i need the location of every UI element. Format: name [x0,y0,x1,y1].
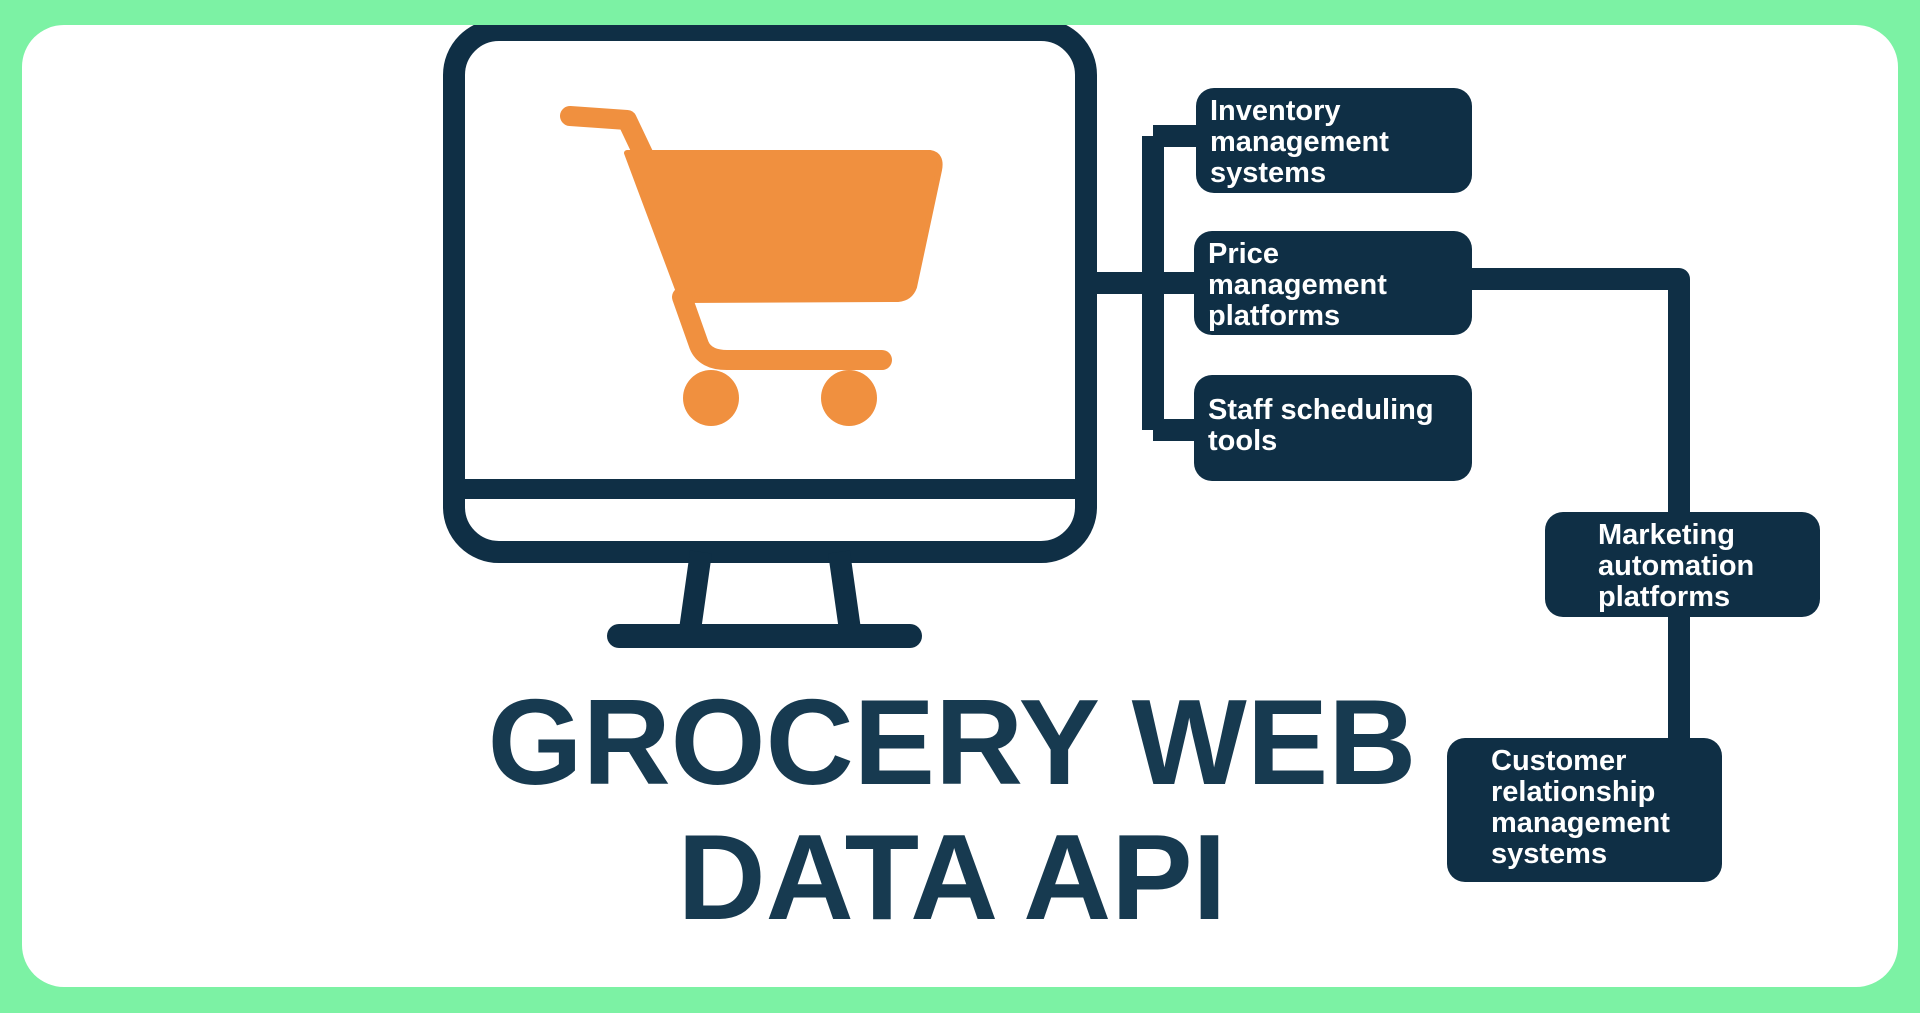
node-inventory-management: Inventory management systems [1196,88,1472,193]
diagram-canvas [443,25,1690,749]
cart-frame [672,287,892,370]
cart-basket [624,150,943,303]
computer-monitor-icon [443,25,1097,648]
cart-wheel-left [683,370,739,426]
diagram-title: GROCERY WEB DATA API [487,674,1417,945]
node-marketing-automation: Marketing automation platforms [1545,512,1820,617]
monitor-frame [443,25,1097,563]
node-customer-relationship: Customer relationship management systems [1447,738,1722,882]
monitor-stand [678,550,862,639]
cart-handle [560,106,656,170]
node-staff-scheduling: Staff scheduling tools [1194,375,1472,481]
node-price-management: Price management platforms [1194,231,1472,335]
cart-wheel-right [821,370,877,426]
diagram-panel: Inventory management systems Price manag… [22,25,1898,987]
connector-price-to-marketing [1470,268,1690,525]
shopping-cart-icon [560,106,943,426]
